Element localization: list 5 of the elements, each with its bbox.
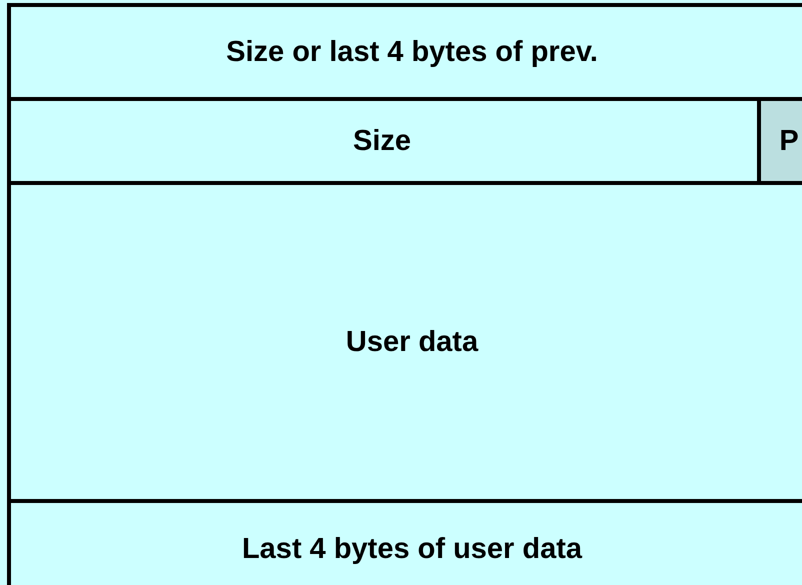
field-label: Size xyxy=(352,124,412,158)
field-label: P xyxy=(779,124,799,158)
field-label: User data xyxy=(346,326,478,358)
field-label: Size or last 4 bytes of prev. xyxy=(226,36,598,68)
field-label: Last 4 bytes of user data xyxy=(242,532,582,566)
